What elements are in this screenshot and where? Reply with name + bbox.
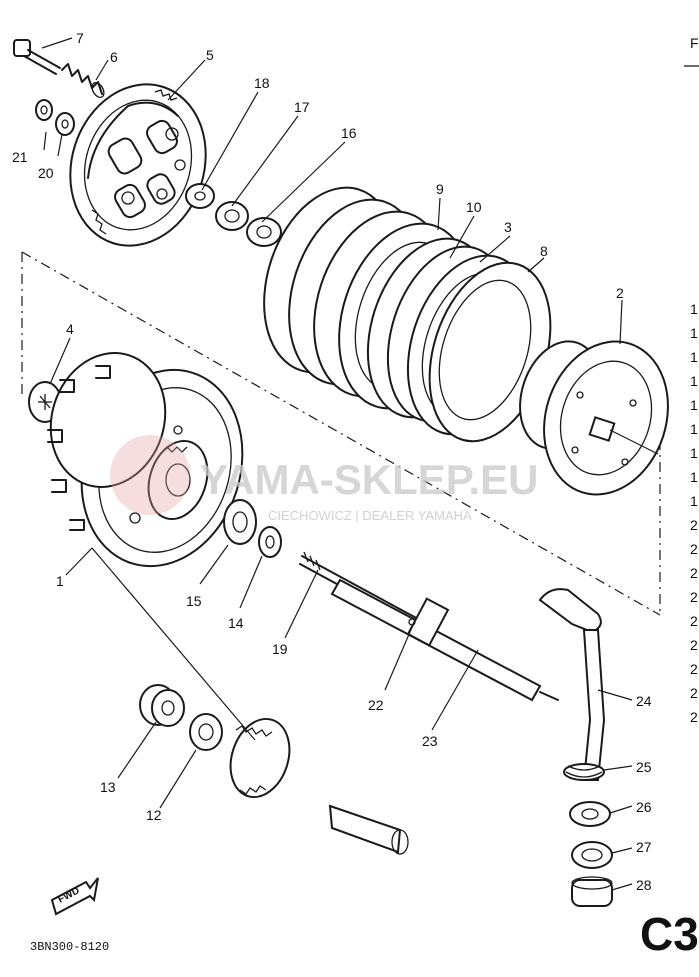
margin-item: 1: [690, 373, 698, 389]
margin-item: 1: [690, 301, 698, 317]
callout-26: 26: [636, 799, 652, 815]
part-13-bushing: [139, 684, 185, 727]
part-15-spacer: [223, 499, 257, 545]
part-1-clutch-housing: [47, 352, 244, 568]
part-6-spring: [61, 63, 105, 99]
part-7-bolt: [13, 39, 61, 75]
callout-28: 28: [636, 877, 652, 893]
callout-27: 27: [636, 839, 652, 855]
margin-item: 2: [690, 637, 698, 653]
fwd-arrow: FWD: [50, 877, 99, 916]
margin-item: 2: [690, 709, 698, 725]
drawing-code: 3BN300-8120: [30, 940, 109, 954]
callout-15: 15: [186, 593, 202, 609]
margin-item: 2: [690, 541, 698, 557]
reference-shaft: [328, 804, 409, 855]
part-26-washer: [569, 801, 611, 827]
margin-item: 2: [690, 565, 698, 581]
callout-24: 24: [636, 693, 652, 709]
callout-6: 6: [110, 49, 118, 65]
callout-17: 17: [294, 99, 310, 115]
callout-19: 19: [272, 641, 288, 657]
callout-18: 18: [254, 75, 270, 91]
callout-9: 9: [436, 181, 444, 197]
callout-23: 23: [422, 733, 438, 749]
margin-item: 1: [690, 397, 698, 413]
part-18-bearing: [185, 183, 215, 209]
callout-12: 12: [146, 807, 162, 823]
part-5-pressure-plate: [69, 83, 207, 247]
margin-item: 1: [690, 445, 698, 461]
margin-item: 1: [690, 349, 698, 365]
callout-20: 20: [38, 165, 54, 181]
callout-7: 7: [76, 30, 84, 46]
right-margin-column: F 1 1 1 1 1 1 1 1 1 2 2 2 2 2 2 2 2 2: [684, 35, 699, 725]
callout-16: 16: [341, 125, 357, 141]
part-28-bearing: [571, 876, 613, 907]
callout-4: 4: [66, 321, 74, 337]
margin-item: 2: [690, 589, 698, 605]
callout-22: 22: [368, 697, 384, 713]
callout-5: 5: [206, 47, 214, 63]
callout-14: 14: [228, 615, 244, 631]
margin-item: 1: [690, 421, 698, 437]
part-21-nut: [35, 99, 53, 121]
callout-3: 3: [504, 219, 512, 235]
part-24-push-lever: [538, 588, 606, 781]
margin-top-right: F: [690, 35, 699, 51]
margin-item: 1: [690, 469, 698, 485]
part-25-spring: [563, 763, 605, 781]
part-16-lock-washer: [246, 217, 282, 247]
part-20-washer: [55, 112, 75, 136]
callout-21: 21: [12, 149, 28, 165]
callout-labels: 7 6 5 18 17 16 9 10 3 8 2 4 21 20 1 15 1…: [12, 30, 652, 893]
margin-item: 2: [690, 661, 698, 677]
watermark: YAMA-SKLEP.EU CIECHOWICZ | DEALER YAMAHA: [110, 435, 538, 523]
part-17-nut: [215, 201, 249, 231]
watermark-main: YAMA-SKLEP.EU: [200, 456, 538, 503]
margin-item: 1: [690, 325, 698, 341]
callout-1: 1: [56, 573, 64, 589]
part-12-washer: [189, 713, 223, 751]
callout-13: 13: [100, 779, 116, 795]
margin-item: 1: [690, 493, 698, 509]
margin-item: 2: [690, 517, 698, 533]
callout-25: 25: [636, 759, 652, 775]
margin-item: 2: [690, 685, 698, 701]
callout-8: 8: [540, 243, 548, 259]
leader-lines: [41, 37, 659, 891]
page-code: C3: [640, 908, 699, 960]
primary-drive-gear: [229, 717, 291, 799]
part-23-shaft: [330, 578, 559, 702]
part-2-clutch-boss: [519, 340, 669, 496]
part-14-washer: [258, 526, 282, 558]
watermark-sub: CIECHOWICZ | DEALER YAMAHA: [268, 508, 472, 523]
margin-item: 2: [690, 613, 698, 629]
callout-10: 10: [466, 199, 482, 215]
callout-2: 2: [616, 285, 624, 301]
part-27-oil-seal: [571, 841, 613, 869]
